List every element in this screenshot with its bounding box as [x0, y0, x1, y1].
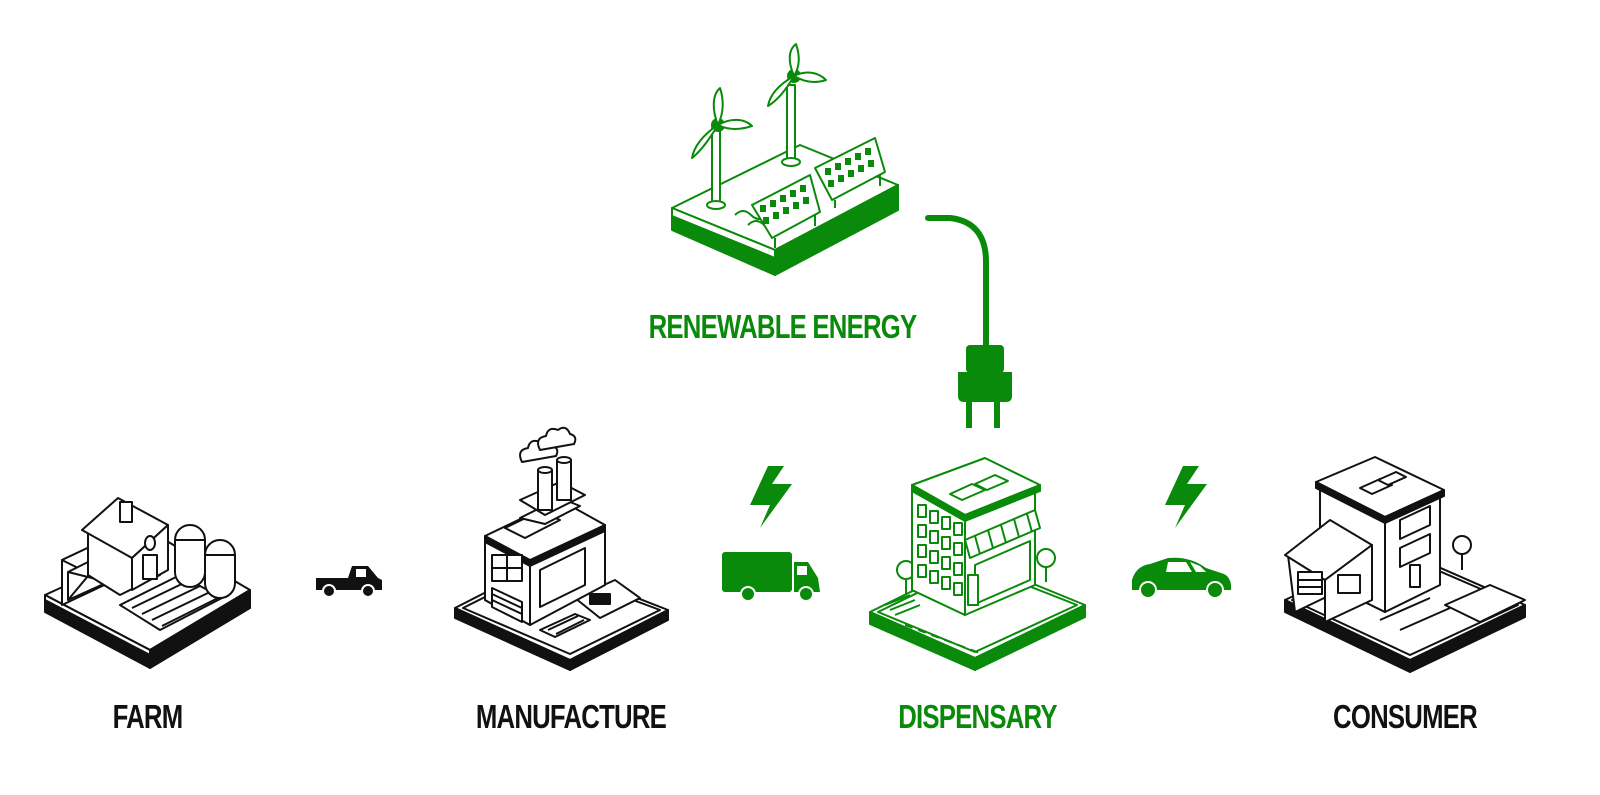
wind-solar-farm-icon [671, 43, 899, 276]
lightning-bolt-icon [1165, 466, 1207, 528]
farm-label: FARM [112, 698, 184, 735]
factory-icon [454, 426, 669, 671]
house-icon [1284, 456, 1526, 673]
farm-icon [44, 497, 251, 669]
power-plug-icon [925, 215, 1012, 428]
electric-car-icon [1132, 557, 1232, 599]
lightning-bolt-icon [750, 466, 792, 528]
consumer-label: CONSUMER [1333, 698, 1478, 735]
renewable-energy-label: RENEWABLE ENERGY [648, 308, 918, 345]
pickup-truck-icon [316, 566, 382, 598]
delivery-truck-icon [722, 552, 820, 602]
manufacture-label: MANUFACTURE [475, 698, 667, 735]
dispensary-label: DISPENSARY [898, 698, 1057, 735]
dispensary-building-icon [869, 457, 1086, 671]
